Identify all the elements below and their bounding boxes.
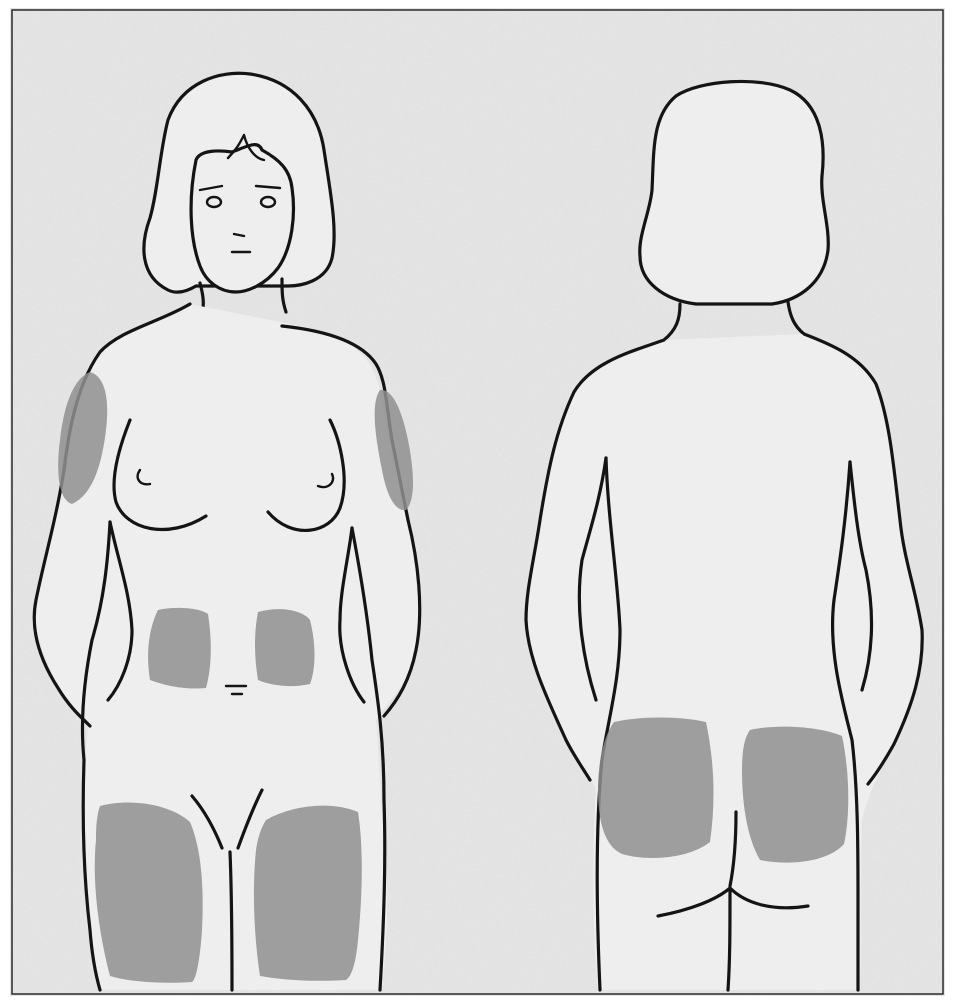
zone-thigh-right <box>95 803 203 983</box>
zone-abdomen-left <box>255 609 315 686</box>
front-face <box>191 145 293 292</box>
zone-abdomen-right <box>148 608 211 689</box>
zone-buttock-left <box>598 718 713 859</box>
back-hair <box>640 81 828 304</box>
zone-buttock-right <box>742 727 848 863</box>
zone-thigh-left <box>254 806 362 981</box>
